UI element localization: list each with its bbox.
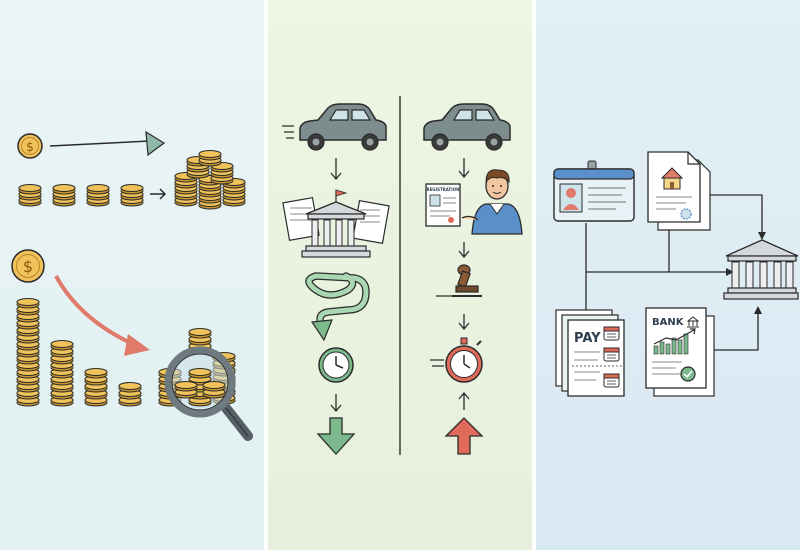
coin-stack-icon xyxy=(52,183,76,207)
arrowheads xyxy=(726,232,766,314)
calendar-icon xyxy=(603,326,620,341)
arrow-down-icon xyxy=(458,158,470,179)
coin-stack-icon xyxy=(84,367,108,407)
coin-stack-icon xyxy=(86,183,110,207)
coin-stack-icon xyxy=(50,339,74,407)
pay-label: PAY xyxy=(574,331,601,346)
registration-document-icon: REGISTRATION xyxy=(425,183,461,227)
panel-car-registration: REGISTRATION xyxy=(268,0,532,550)
person-icon xyxy=(461,169,523,235)
arrow-down-icon xyxy=(458,242,470,259)
coin-stack-icon xyxy=(118,381,142,407)
decline-arrow-icon xyxy=(54,275,150,356)
arrow-down-icon xyxy=(330,394,342,413)
arrow-right-icon xyxy=(150,188,167,200)
registration-label: REGISTRATION xyxy=(426,187,459,192)
coin-stack-tall-icon xyxy=(16,297,40,407)
arrow-up-icon xyxy=(458,391,470,410)
down-arrow-icon xyxy=(316,417,356,455)
stopwatch-icon xyxy=(430,337,483,383)
bank-label: BANK xyxy=(652,317,685,328)
bank-icon xyxy=(723,239,799,300)
winding-path-arrow-icon xyxy=(305,272,370,342)
property-document-icon xyxy=(647,151,711,231)
clock-icon xyxy=(318,347,354,383)
coin-stack-icon xyxy=(18,183,42,207)
pay-stub-documents-icon: PAY xyxy=(555,309,625,397)
dollar-coin-icon: $ xyxy=(17,133,43,159)
svg-text:$: $ xyxy=(26,140,34,154)
dollar-coin-icon: $ xyxy=(11,249,45,283)
svg-text:$: $ xyxy=(23,257,33,276)
panel-divider xyxy=(264,0,268,550)
calendar-icon xyxy=(603,373,620,388)
panel-documents-to-bank: PAY BANK xyxy=(536,0,800,550)
arrow-down-icon xyxy=(458,314,470,331)
bank-statement-icon: BANK xyxy=(645,307,715,397)
magnifying-glass-icon xyxy=(164,346,253,441)
documents-flow-illustration: PAY BANK xyxy=(553,151,799,397)
arrow-down-icon xyxy=(330,158,342,181)
car-registration-illustration: REGISTRATION xyxy=(282,96,523,455)
bank-with-documents-icon xyxy=(282,189,390,258)
coins-illustration: $ $ xyxy=(11,130,253,441)
id-card-icon xyxy=(553,160,635,222)
calendar-icon xyxy=(603,347,620,362)
panel-divider xyxy=(532,0,536,550)
connector-lines xyxy=(585,194,763,351)
coin-stack-icon xyxy=(120,183,144,207)
growth-arrow-icon xyxy=(49,130,166,157)
coin-pile-icon xyxy=(174,149,246,210)
panel-coins: $ $ xyxy=(0,0,264,550)
car-icon xyxy=(423,103,511,151)
up-arrow-icon xyxy=(444,417,484,455)
stamp-icon xyxy=(436,264,482,297)
car-icon xyxy=(282,103,387,151)
